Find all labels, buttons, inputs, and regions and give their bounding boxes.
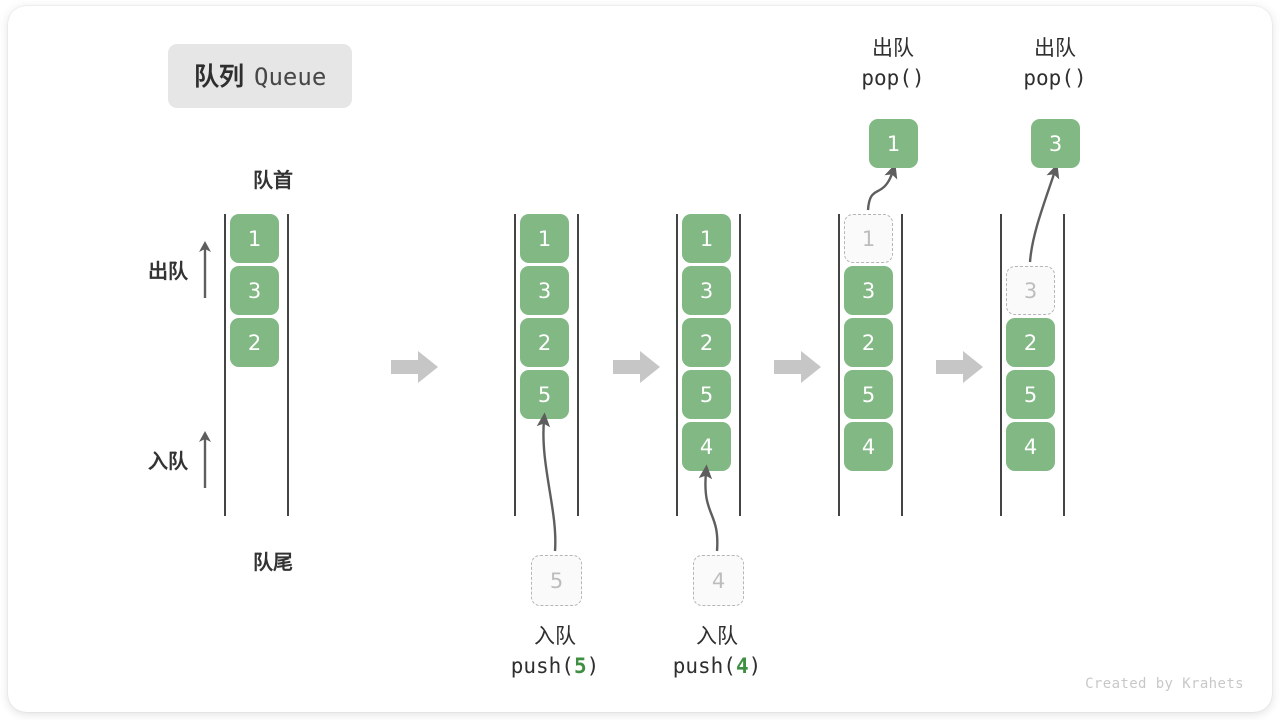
queue-element-full: 3 (520, 266, 569, 315)
push-caption-code: push(4) (672, 653, 762, 678)
queue-element-full: 2 (230, 318, 279, 367)
column-rail-left (838, 214, 840, 516)
queue-element-ghost: 3 (1006, 266, 1055, 315)
queue-element-full: 4 (1006, 422, 1055, 471)
column-rail-right (901, 214, 903, 516)
queue-element-full: 2 (844, 318, 893, 367)
pop-caption-cn: 出队 (872, 36, 914, 60)
credit-text: Created by Krahets (1085, 676, 1244, 692)
step-transition-arrow (391, 350, 439, 384)
up-arrow-icon (199, 241, 211, 298)
queue-element-full: 1 (682, 214, 731, 263)
enqueue-side-label: 入队 (148, 428, 213, 490)
queue-rear-label: 队尾 (253, 550, 293, 574)
step-transition-arrow (936, 350, 984, 384)
up-arrow-icon (199, 431, 211, 488)
queue-element-full: 4 (844, 422, 893, 471)
queue-element-ghost: 1 (844, 214, 893, 263)
popped-element: 3 (1031, 119, 1080, 168)
column-rail-left (514, 214, 516, 516)
queue-element-full: 2 (520, 318, 569, 367)
title-badge: 队列 Queue (168, 44, 353, 108)
column-rail-left (676, 214, 678, 516)
column-rail-right (577, 214, 579, 516)
column-rail-left (1000, 214, 1002, 516)
push-source-ghost: 5 (531, 555, 582, 606)
queue-front-label: 队首 (253, 168, 293, 192)
pop-caption-code: pop() (861, 65, 925, 90)
queue-element-full: 5 (1006, 370, 1055, 419)
push-caption-code: push(5) (510, 653, 600, 678)
title-en: Queue (254, 63, 327, 91)
column-rail-right (287, 214, 289, 516)
queue-element-full: 3 (844, 266, 893, 315)
pop-caption-code: pop() (1023, 65, 1087, 90)
queue-element-full: 3 (682, 266, 731, 315)
dequeue-side-label-text: 出队 (148, 258, 188, 283)
queue-element-full: 5 (844, 370, 893, 419)
queue-element-full: 2 (1006, 318, 1055, 367)
popped-element: 1 (869, 119, 918, 168)
queue-element-full: 4 (682, 422, 731, 471)
queue-element-full: 1 (520, 214, 569, 263)
queue-element-full: 5 (682, 370, 731, 419)
dequeue-side-label: 出队 (148, 238, 213, 300)
push-caption-cn: 入队 (696, 624, 738, 648)
queue-element-full: 1 (230, 214, 279, 263)
push-caption-cn: 入队 (534, 624, 576, 648)
column-rail-left (224, 214, 226, 516)
title-cn: 队列 (194, 62, 245, 91)
step-transition-arrow (613, 350, 661, 384)
pop-caption: 出队 pop() (798, 34, 988, 94)
pop-caption: 出队 pop() (960, 34, 1150, 94)
column-rail-right (739, 214, 741, 516)
pop-caption-cn: 出队 (1034, 36, 1076, 60)
push-value: 5 (573, 653, 587, 678)
push-source-ghost: 4 (693, 555, 744, 606)
push-caption: 入队 push(5) (460, 622, 650, 682)
queue-element-full: 3 (230, 266, 279, 315)
column-rail-right (1063, 214, 1065, 516)
queue-element-full: 2 (682, 318, 731, 367)
push-caption: 入队 push(4) (622, 622, 812, 682)
push-value: 4 (735, 653, 749, 678)
queue-element-full: 5 (520, 370, 569, 419)
step-transition-arrow (774, 350, 822, 384)
enqueue-side-label-text: 入队 (148, 448, 188, 473)
